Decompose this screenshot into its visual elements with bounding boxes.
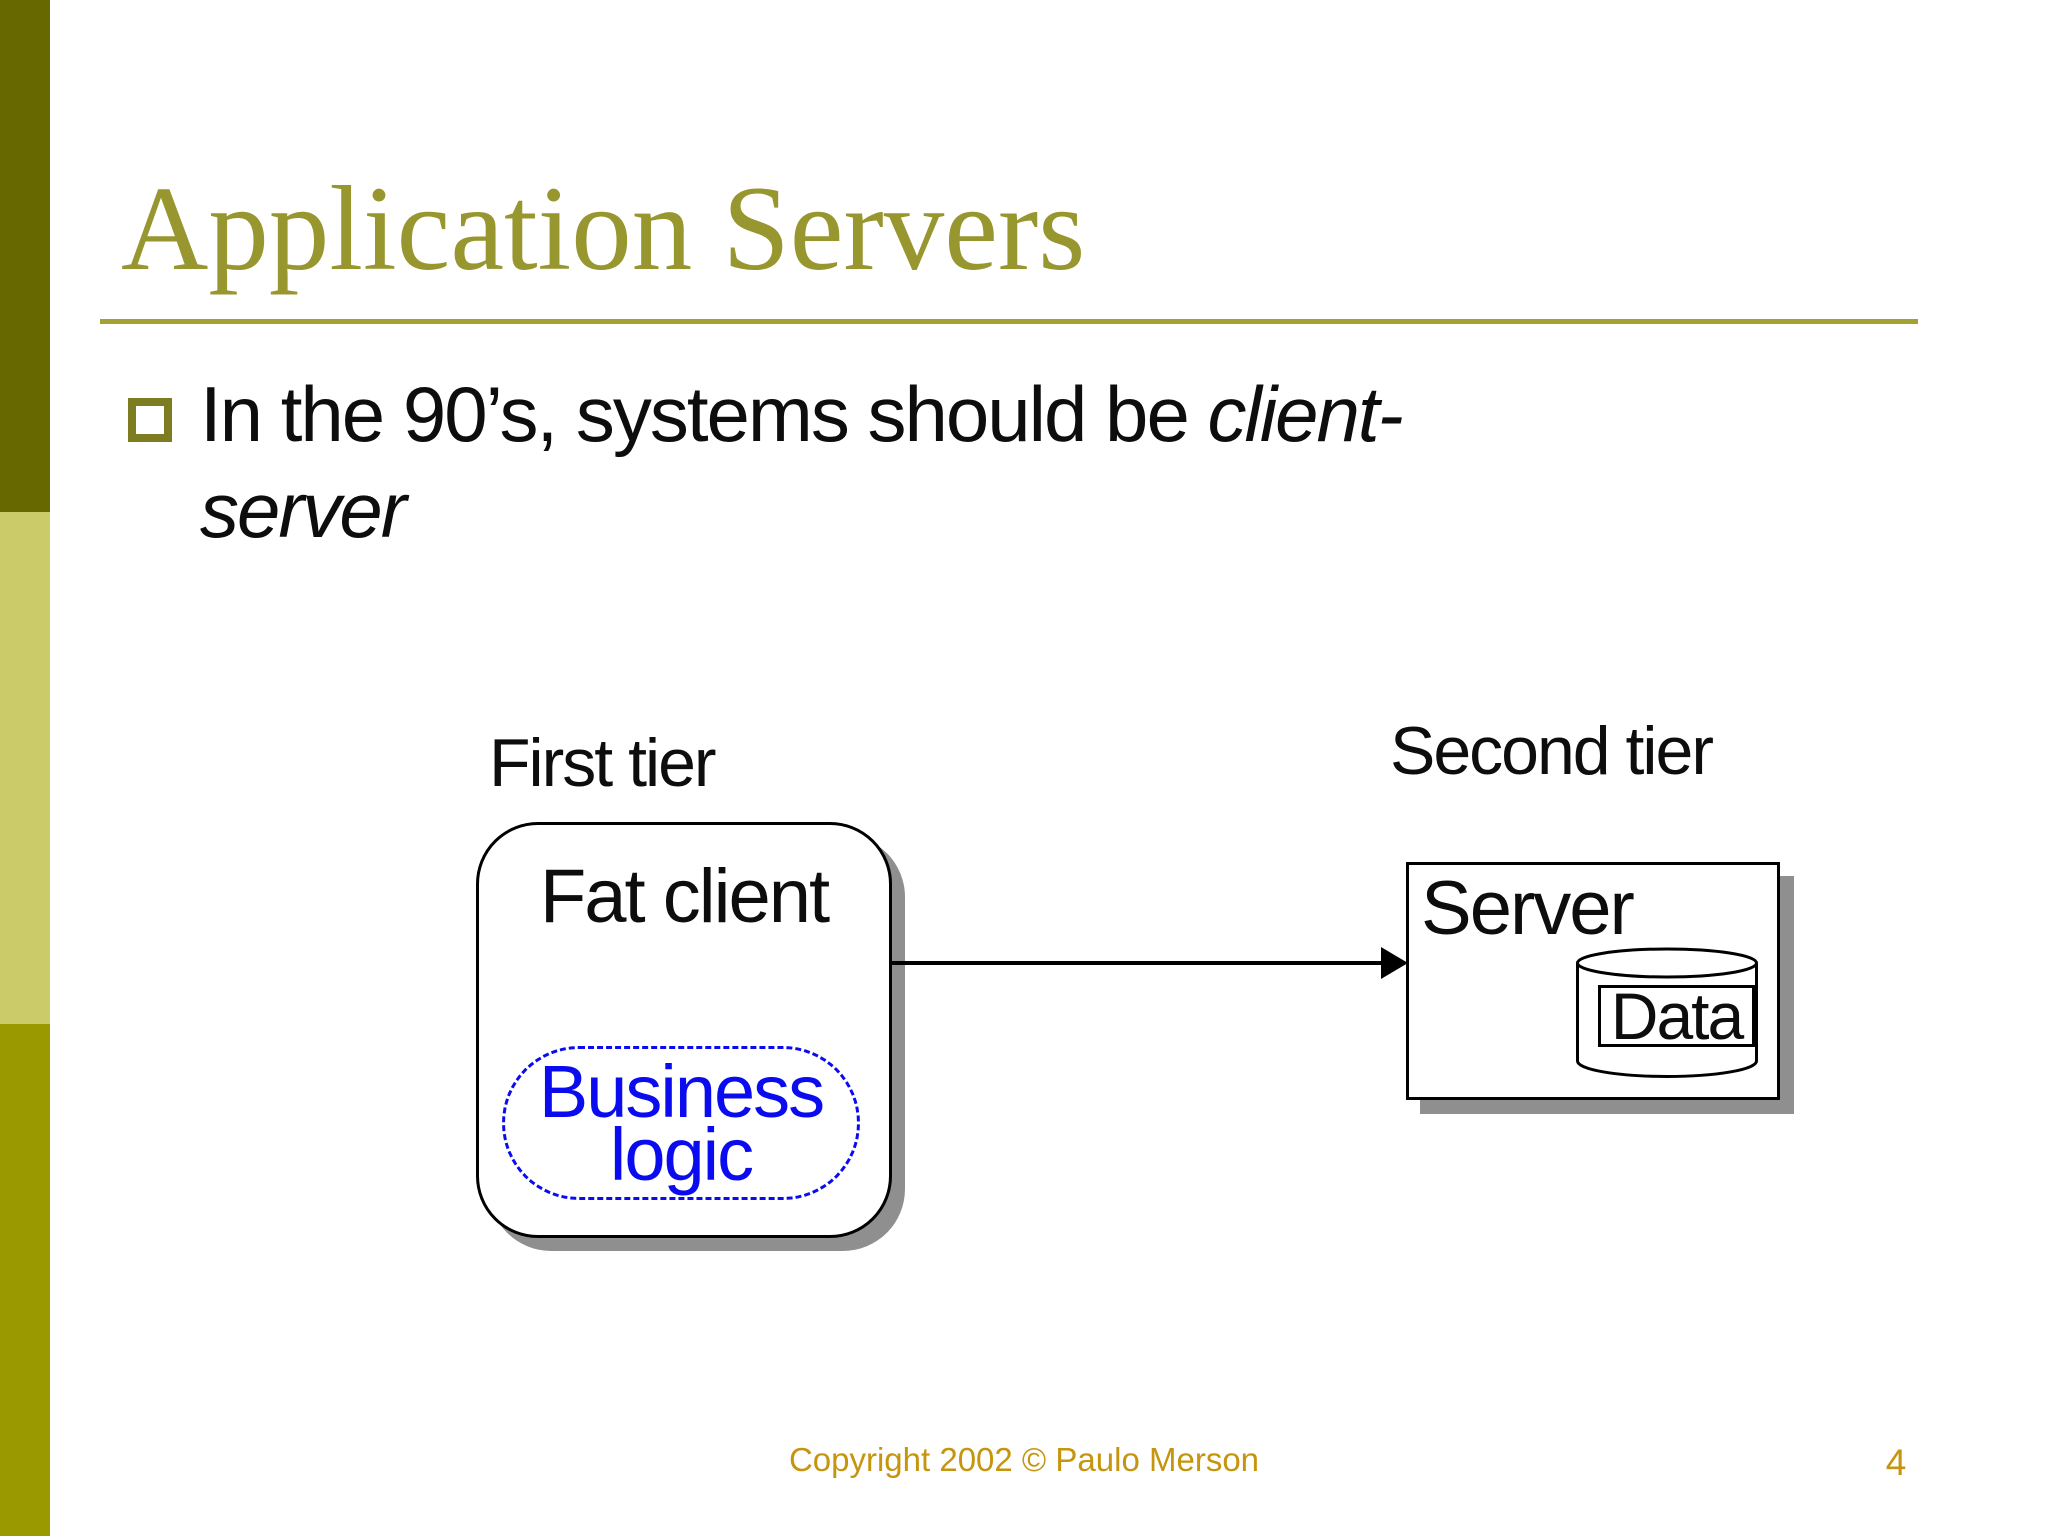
sidebar-bottom-segment <box>0 1024 50 1536</box>
bullet-text-italic-line2: server <box>200 466 407 554</box>
business-logic-pill: Business logic <box>502 1046 860 1200</box>
connector-line <box>892 961 1384 965</box>
page-number: 4 <box>1885 1442 1907 1483</box>
page-title: Application Servers <box>121 162 1086 296</box>
data-label-box: Data <box>1598 979 1755 1053</box>
first-tier-label: First tier <box>489 725 717 801</box>
sidebar-top-segment <box>0 0 50 512</box>
fat-client-box: Fat client Business logic <box>476 822 892 1238</box>
business-logic-line2: logic <box>609 1113 754 1196</box>
bullet-text-normal: In the 90’s, systems should be <box>200 370 1208 458</box>
bullet-text-italic-line1: client- <box>1207 370 1404 458</box>
fat-client-label: Fat client <box>539 854 830 939</box>
bullet-text: In the 90’s, systems should be client-se… <box>200 366 1700 558</box>
second-tier-label: Second tier <box>1390 713 1714 789</box>
data-label: Data <box>1610 979 1744 1053</box>
business-logic-line1: Business <box>538 1050 825 1133</box>
title-underline <box>100 319 1918 324</box>
sidebar-middle-segment <box>0 512 50 1024</box>
right-arrow-icon <box>1381 947 1408 979</box>
server-label: Server <box>1421 866 1635 951</box>
hollow-square-bullet-icon <box>128 398 172 442</box>
footer-copyright: Copyright 2002 © Paulo Merson <box>788 1441 1260 1478</box>
